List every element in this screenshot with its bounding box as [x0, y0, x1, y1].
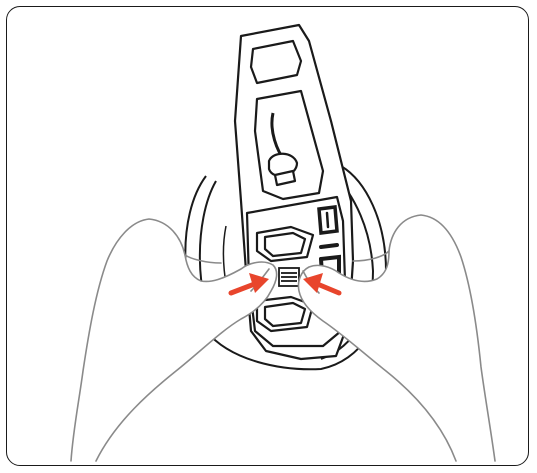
right-hand: [297, 214, 496, 462]
illustration-frame: [6, 6, 529, 466]
left-arrow: [228, 273, 269, 296]
instruction-illustration: [70, 23, 496, 462]
right-arrow: [303, 273, 342, 296]
release-latch: [278, 267, 300, 287]
squeeze-arrows: [228, 273, 342, 296]
